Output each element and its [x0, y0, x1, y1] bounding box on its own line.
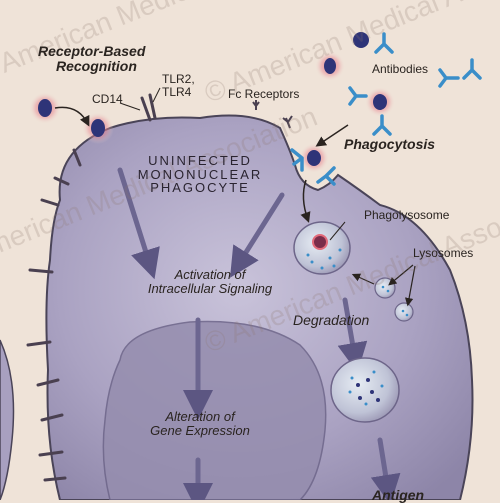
- label-cd14: CD14: [92, 92, 123, 106]
- label-cell-name: UNINFECTED MONONUCLEAR PHAGOCYTE: [137, 153, 263, 196]
- fc-receptors: [252, 100, 293, 129]
- label-degradation: Degradation: [293, 312, 370, 328]
- nucleus: [102, 320, 327, 500]
- label-receptor-recognition: Receptor-Based Recognition: [38, 43, 146, 74]
- signal-arrows: [117, 167, 401, 500]
- lysosome: [394, 302, 414, 322]
- label-lysosomes: Lysosomes: [413, 246, 474, 260]
- label-fc-receptors: Fc Receptors: [228, 87, 300, 101]
- label-activation: Activation of Intracellular Signaling: [147, 267, 273, 296]
- surface-receptors: [26, 93, 157, 482]
- label-phagocytosis: Phagocytosis: [344, 136, 436, 152]
- label-phagolysosome: Phagolysosome: [364, 208, 450, 222]
- lysosome: [374, 277, 396, 299]
- label-tlr: TLR2, TLR4: [162, 72, 195, 99]
- bacteria: [29, 32, 395, 173]
- label-antibodies: Antibodies: [372, 62, 429, 76]
- label-antigen: Antigen: [372, 487, 425, 503]
- antibodies: [290, 32, 482, 186]
- neighbor-cell: [0, 339, 15, 500]
- label-alteration: Alteration of Gene Expression: [150, 409, 250, 438]
- degradation-vesicle: [330, 357, 400, 423]
